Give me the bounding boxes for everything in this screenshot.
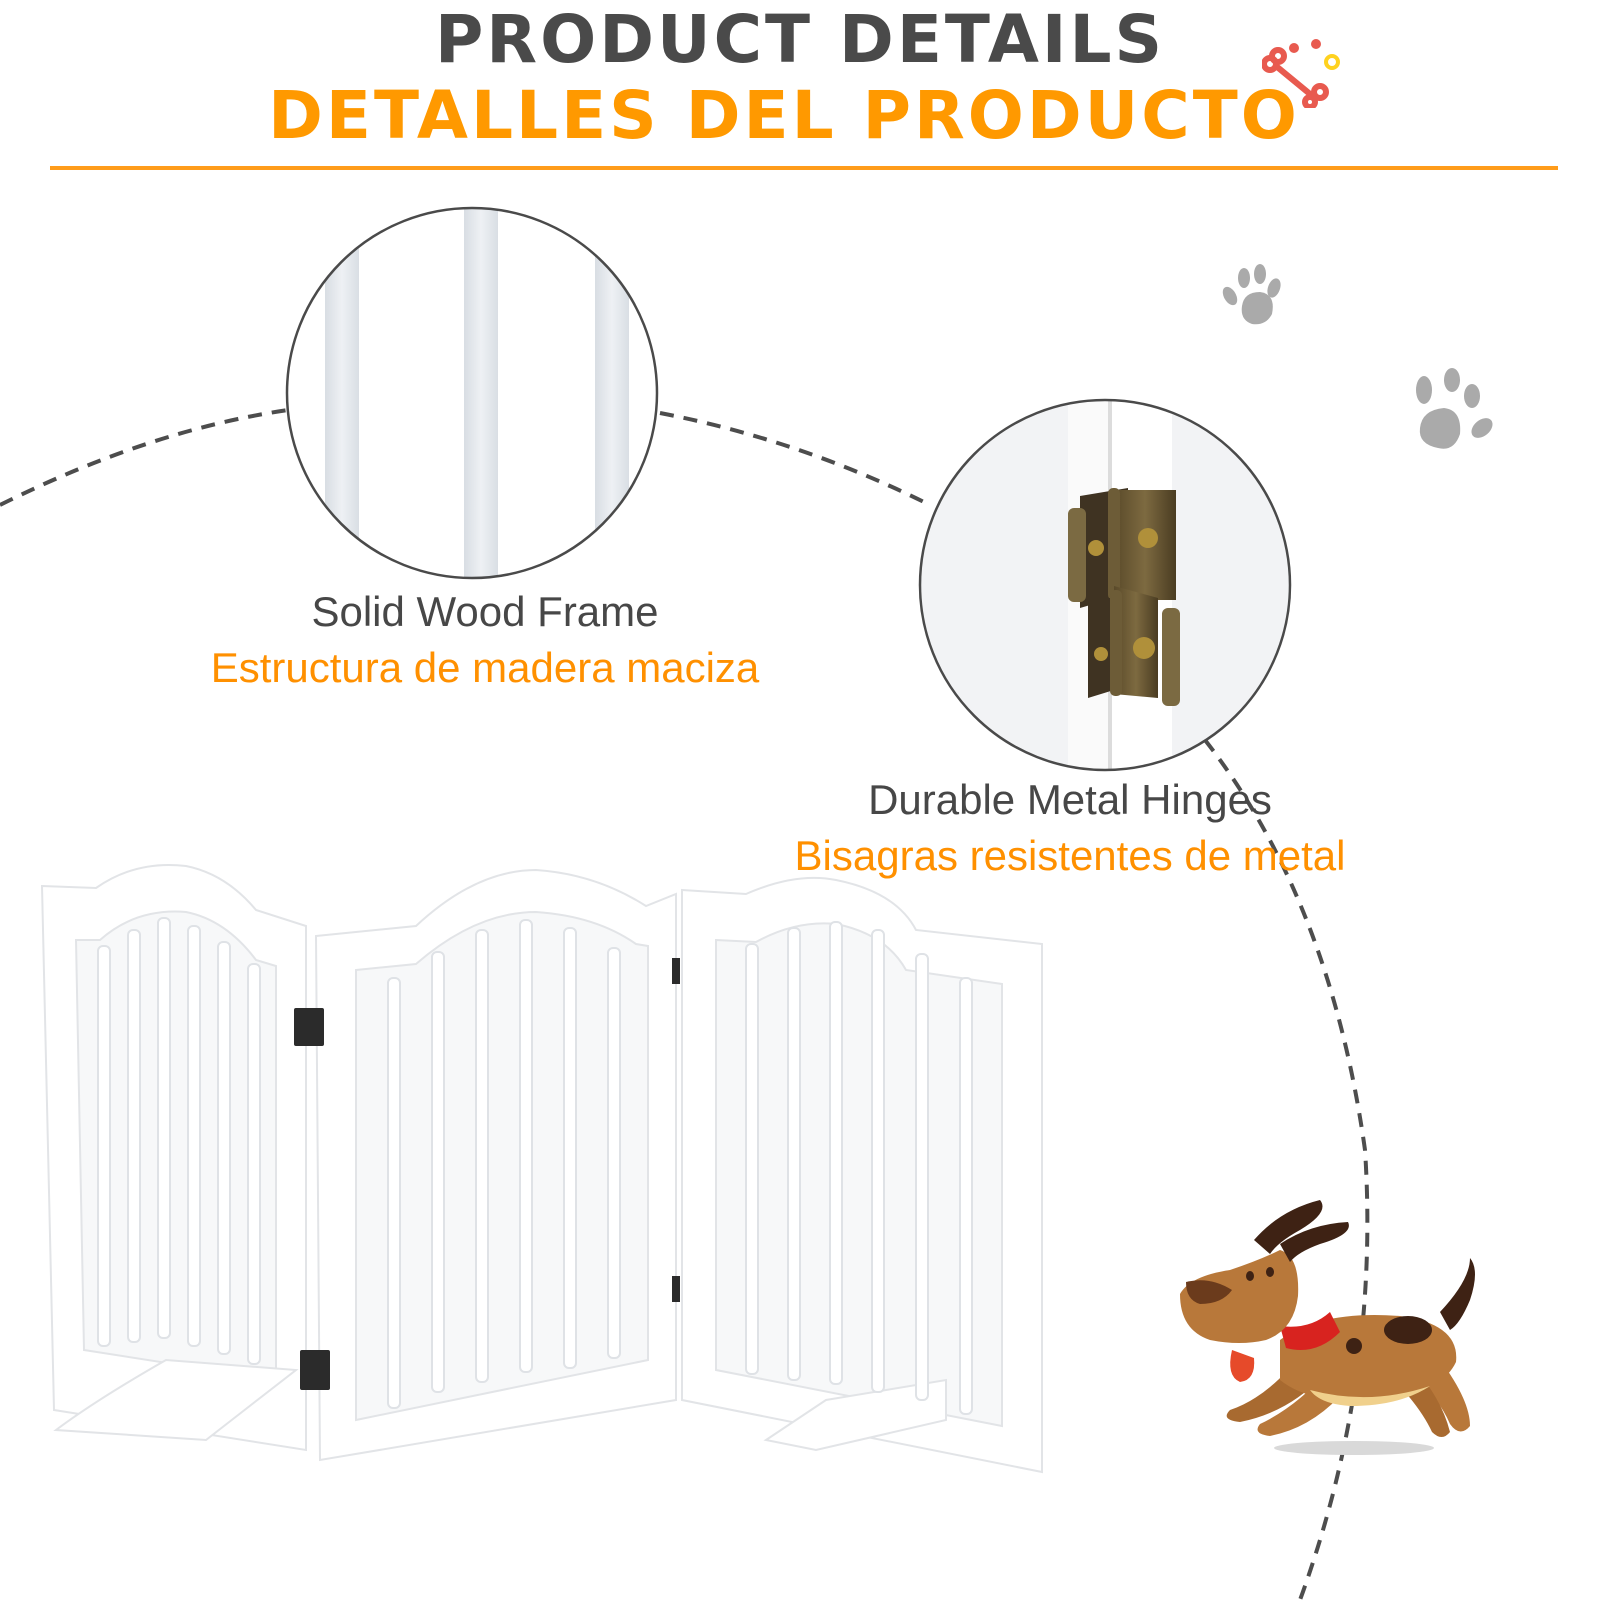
- header-divider: [50, 166, 1558, 170]
- paw-print-icon: [1410, 360, 1500, 456]
- paw-print-icon: [1222, 256, 1292, 330]
- wood-frame-closeup: [285, 206, 659, 580]
- feature-label-es-hinges: Bisagras resistentes de metal: [794, 832, 1346, 879]
- feature-label-es-wood: Estructura de madera maciza: [210, 644, 760, 691]
- feature-label-en-hinges: Durable Metal Hinges: [868, 776, 1272, 823]
- page-title-english: PRODUCT DETAILS: [434, 1, 1166, 78]
- metal-hinge-closeup: [918, 398, 1292, 772]
- page-title-spanish: DETALLES DEL PRODUCTO: [268, 77, 1300, 154]
- running-dog-icon: [1170, 1200, 1500, 1460]
- feature-label-en-wood: Solid Wood Frame: [311, 588, 659, 635]
- folding-pet-gate-3-panel: [36, 860, 1076, 1500]
- bone-icon: [1262, 36, 1342, 108]
